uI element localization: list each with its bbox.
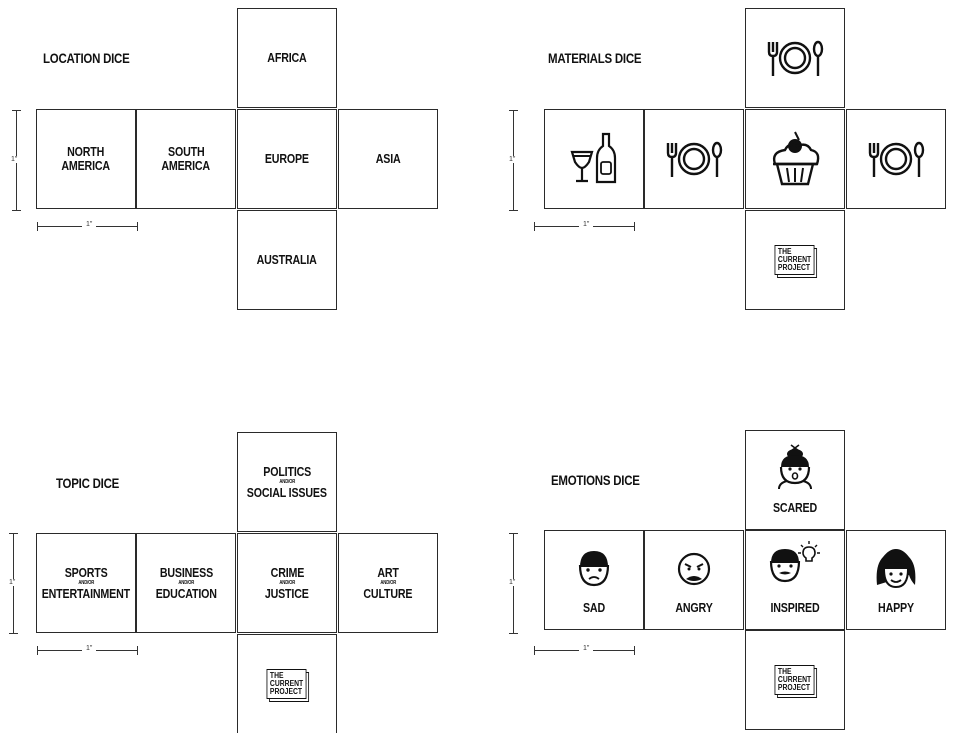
topic-face-left2: BUSINESS AND/OR EDUCATION	[136, 533, 236, 633]
topic-vertical-dim-label: 1"	[9, 579, 16, 586]
emotions-face-left1: SAD	[544, 530, 644, 630]
utensils-icon	[868, 141, 925, 177]
location-face-left1: NORTH AMERICA	[36, 109, 136, 209]
emotions-top-label: SCARED	[772, 500, 818, 515]
topic-left1-line1: SPORTS	[64, 564, 108, 580]
location-face-center: EUROPE	[237, 109, 337, 209]
scared-face-icon	[778, 444, 812, 489]
emotions-horizontal-dim-label: 1"	[579, 645, 594, 652]
location-dice-title: LOCATION DICE	[43, 50, 130, 66]
emotions-dice-title: EMOTIONS DICE	[551, 472, 640, 488]
emotions-face-top: SCARED	[745, 430, 845, 530]
topic-right-line2: CULTURE	[363, 585, 413, 601]
topic-left1-line2: ENTERTAINMENT	[41, 585, 131, 601]
materials-face-bottom: THE CURRENT PROJECT	[745, 210, 845, 310]
location-bottom-label: AUSTRALIA	[256, 252, 318, 267]
inspired-face-icon	[769, 541, 820, 583]
materials-face-left2	[644, 109, 744, 209]
angry-face-icon	[677, 552, 711, 586]
location-top-label: AFRICA	[267, 50, 307, 65]
topic-face-top: POLITICS AND/OR SOCIAL ISSUES	[237, 432, 337, 532]
emotions-center-label: INSPIRED	[770, 600, 820, 615]
materials-face-left1	[544, 109, 644, 209]
materials-face-top	[745, 8, 845, 108]
location-right-label: ASIA	[375, 151, 401, 166]
emotions-face-left2: ANGRY	[644, 530, 744, 630]
drinks-icon	[570, 132, 617, 184]
topic-right-line1: ART	[377, 564, 399, 580]
topic-face-right: ART AND/OR CULTURE	[338, 533, 438, 633]
emotions-face-bottom: THE CURRENT PROJECT	[745, 630, 845, 730]
topic-left2-andor: AND/OR	[178, 579, 194, 586]
happy-face-icon	[876, 549, 916, 589]
materials-vertical-dim-label: 1"	[509, 156, 516, 163]
location-face-bottom: AUSTRALIA	[237, 210, 337, 310]
topic-left2-line2: EDUCATION	[155, 585, 217, 601]
location-face-top: AFRICA	[237, 8, 337, 108]
topic-center-line1: CRIME	[270, 564, 304, 580]
topic-left2-line1: BUSINESS	[159, 564, 213, 580]
emotions-face-center: INSPIRED	[745, 530, 845, 630]
topic-horizontal-dim-label: 1"	[82, 645, 97, 652]
utensils-icon	[767, 40, 824, 76]
topic-face-bottom: THE CURRENT PROJECT	[237, 634, 337, 733]
topic-center-andor: AND/OR	[279, 579, 295, 586]
current-project-logo: THE CURRENT PROJECT	[266, 669, 308, 699]
topic-face-left1: SPORTS AND/OR ENTERTAINMENT	[36, 533, 136, 633]
location-left2-line2: AMERICA	[161, 158, 211, 173]
emotions-vertical-dim-label: 1"	[509, 579, 516, 586]
materials-face-right	[846, 109, 946, 209]
location-face-right: ASIA	[338, 109, 438, 209]
sad-face-icon	[578, 551, 610, 587]
emotions-right-label: HAPPY	[878, 600, 914, 615]
topic-left1-andor: AND/OR	[78, 579, 94, 586]
materials-dice-title: MATERIALS DICE	[548, 50, 642, 66]
current-project-logo: THE CURRENT PROJECT	[774, 665, 816, 695]
materials-horizontal-dim-label: 1"	[579, 221, 594, 228]
location-left2-line1: SOUTH	[167, 144, 205, 159]
topic-right-andor: AND/OR	[380, 579, 396, 586]
location-vertical-dim-label: 1"	[11, 156, 18, 163]
topic-top-line1: POLITICS	[263, 463, 311, 479]
current-project-logo: THE CURRENT PROJECT	[774, 245, 816, 275]
emotions-left1-label: SAD	[582, 600, 606, 615]
location-center-label: EUROPE	[264, 151, 310, 166]
emotions-face-right: HAPPY	[846, 530, 946, 630]
topic-top-line2: SOCIAL ISSUES	[246, 484, 327, 500]
materials-face-center	[745, 109, 845, 209]
topic-top-andor: AND/OR	[279, 478, 295, 485]
location-face-left2: SOUTH AMERICA	[136, 109, 236, 209]
topic-dice-title: TOPIC DICE	[56, 475, 120, 491]
location-left1-line2: AMERICA	[61, 158, 111, 173]
location-horizontal-dim-label: 1"	[82, 221, 97, 228]
cupcake-icon	[772, 131, 820, 186]
topic-face-center: CRIME AND/OR JUSTICE	[237, 533, 337, 633]
topic-center-line2: JUSTICE	[265, 585, 309, 601]
utensils-icon	[666, 141, 723, 177]
location-left1-line1: NORTH	[67, 144, 105, 159]
emotions-left2-label: ANGRY	[675, 600, 713, 615]
